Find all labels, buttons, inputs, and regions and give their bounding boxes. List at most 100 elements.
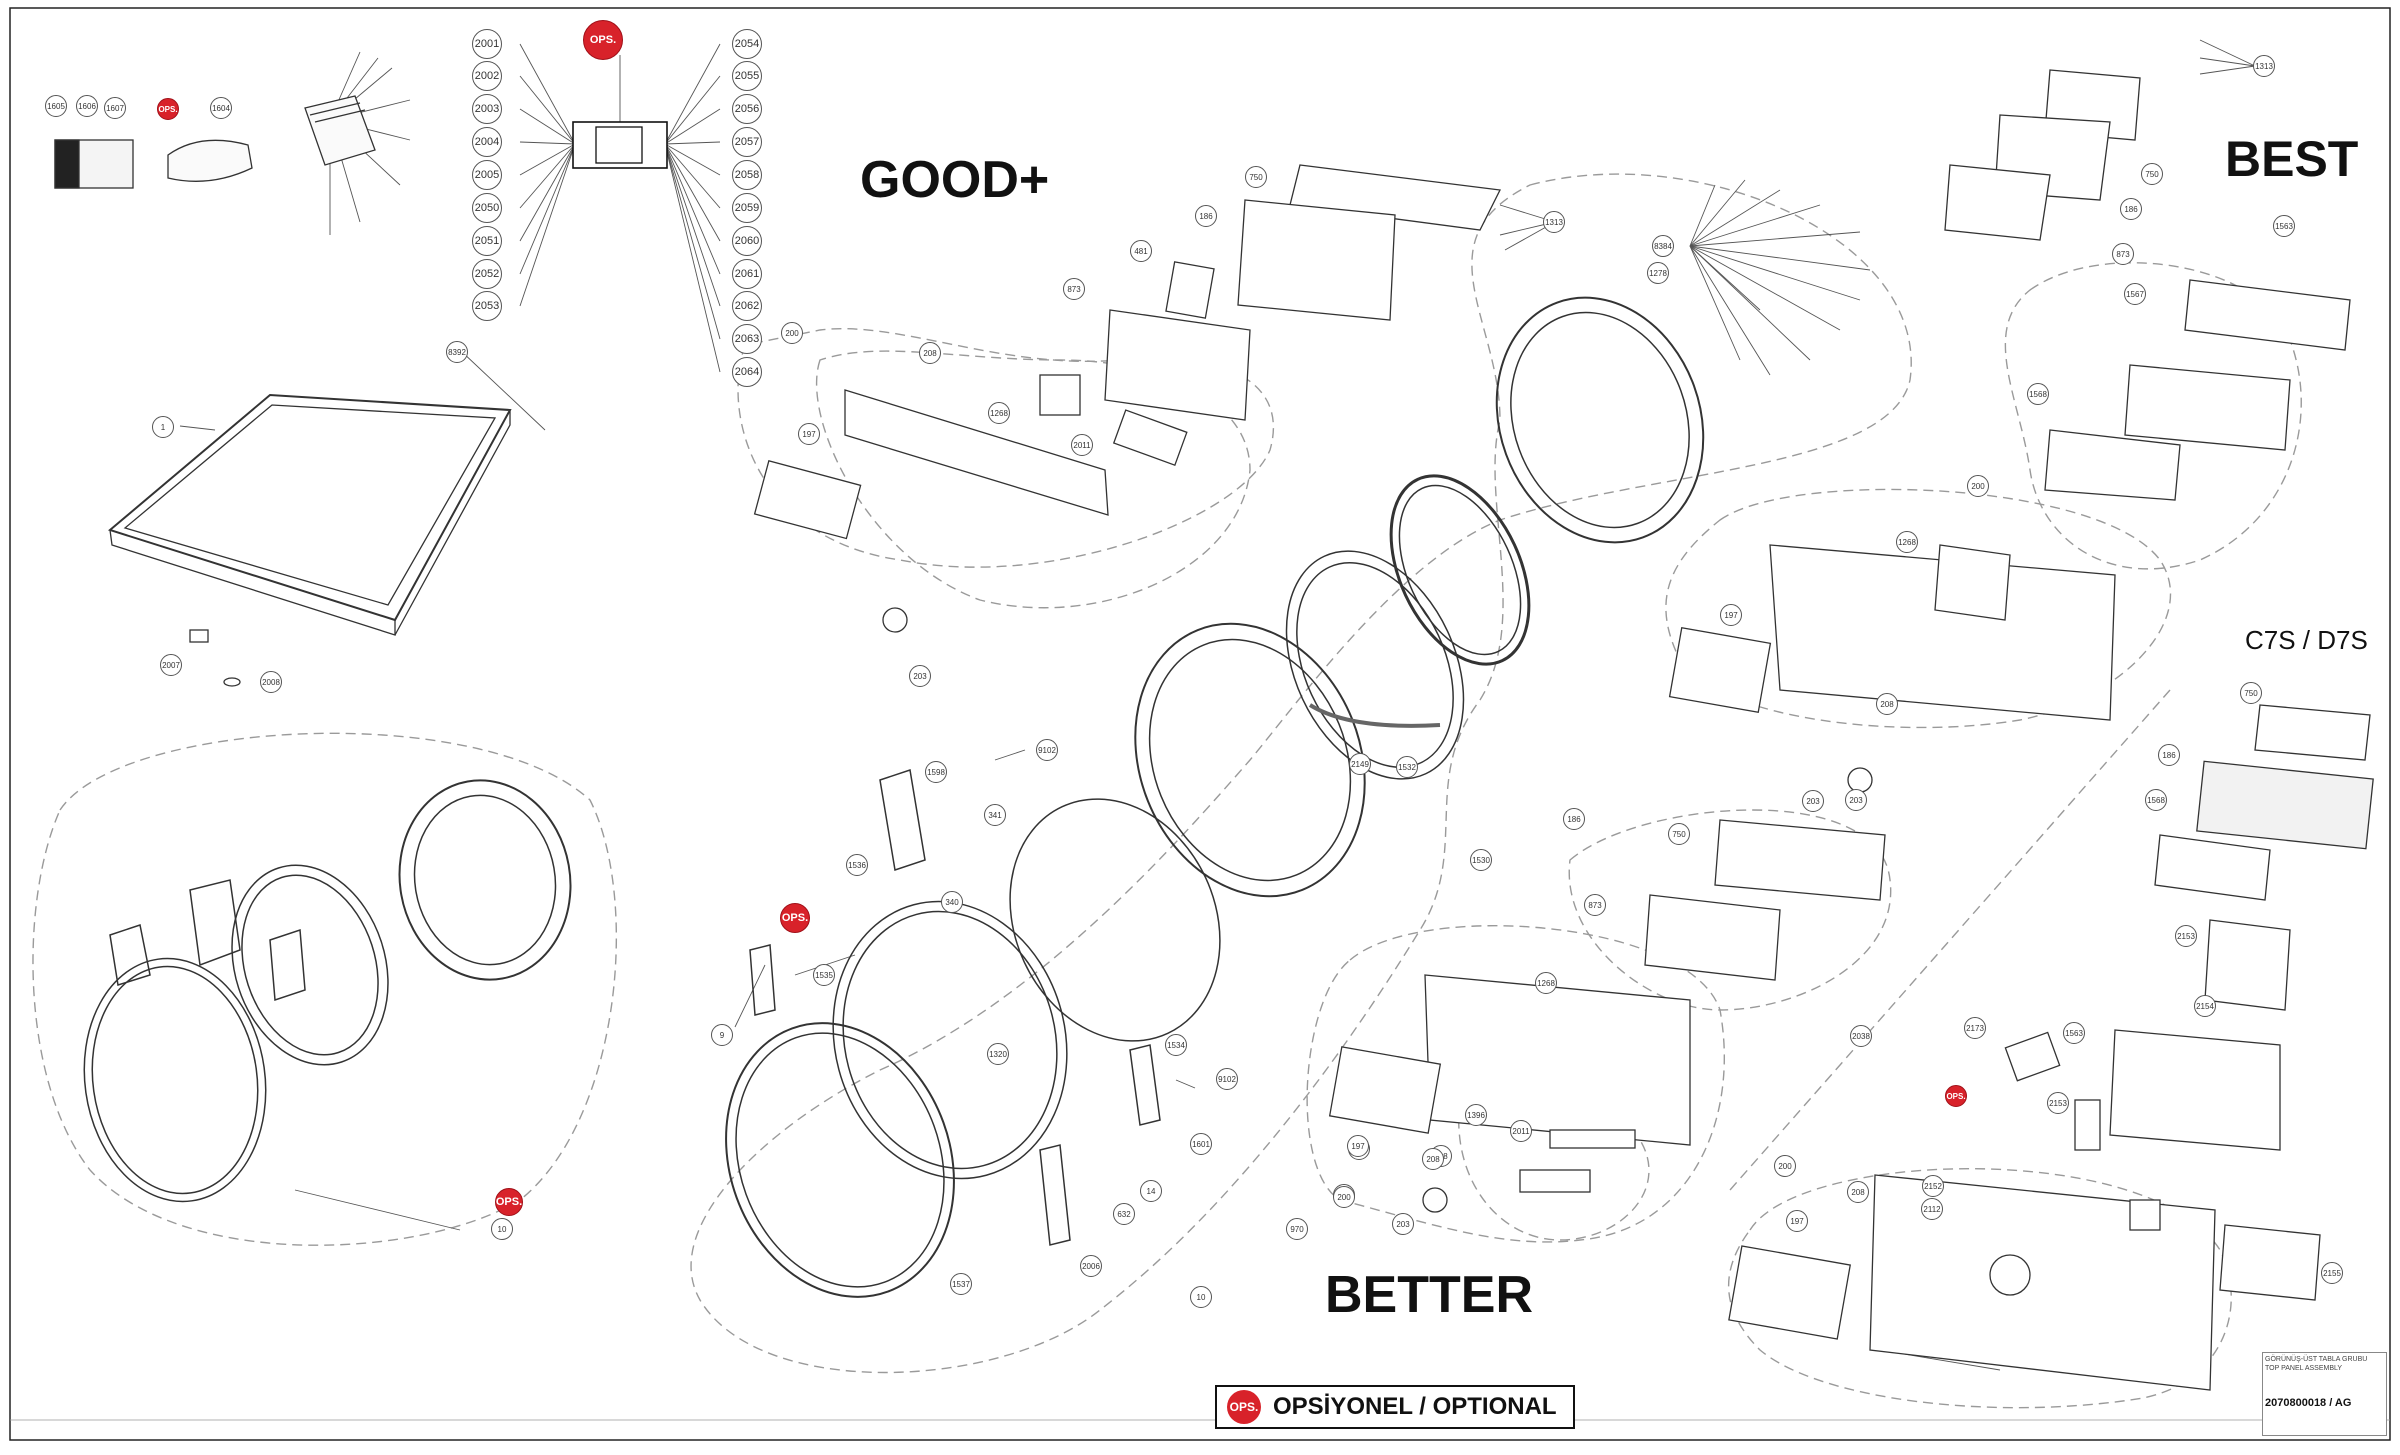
part-callout: 2152 (1922, 1175, 1944, 1197)
part-callout: 1313 (1543, 211, 1565, 233)
part-callout: 2060 (732, 226, 762, 256)
part-callout: 197 (1347, 1135, 1369, 1157)
part-callout: 208 (919, 342, 941, 364)
part-callout: 10 (491, 1218, 513, 1240)
part-callout: 1598 (925, 761, 947, 783)
part-callout: 2062 (732, 291, 762, 321)
part-callout: 2063 (732, 324, 762, 354)
part-callout: 873 (1063, 278, 1085, 300)
part-callout: 970 (1286, 1218, 1308, 1240)
part-callout: 197 (1720, 604, 1742, 626)
part-callout: 9102 (1216, 1068, 1238, 1090)
part-callout: 1563 (2273, 215, 2295, 237)
part-callout: 186 (2158, 744, 2180, 766)
group-title-better: BETTER (1325, 1266, 1533, 1324)
part-callout: 1320 (987, 1043, 1009, 1065)
part-callout: 2059 (732, 193, 762, 223)
part-callout: 208 (1422, 1148, 1444, 1170)
part-callout: 2055 (732, 61, 762, 91)
part-callout: 2061 (732, 259, 762, 289)
part-callout: 2153 (2175, 925, 2197, 947)
title-block: GÖRÜNÜŞ-ÜST TABLA GRUBU TOP PANEL ASSEMB… (2262, 1352, 2387, 1436)
optional-legend: OPS. OPSİYONEL / OPTIONAL (1215, 1385, 1575, 1429)
part-callout: 1313 (2253, 55, 2275, 77)
part-callout: 14 (1140, 1180, 1162, 1202)
part-callout: 10 (1190, 1286, 1212, 1308)
part-callout: 1601 (1190, 1133, 1212, 1155)
part-callout: 1268 (1896, 531, 1918, 553)
part-callout: 2007 (160, 654, 182, 676)
group-title-best: BEST (2225, 131, 2359, 187)
part-callout: 2001 (472, 29, 502, 59)
part-callout: 1396 (1465, 1104, 1487, 1126)
part-callout: 2051 (472, 226, 502, 256)
part-callout: 1568 (2027, 383, 2049, 405)
part-callout: 203 (1845, 789, 1867, 811)
ops-badge: OPS. (495, 1188, 523, 1216)
part-callout: 340 (941, 891, 963, 913)
part-callout: 200 (1333, 1186, 1355, 1208)
part-callout: 203 (909, 665, 931, 687)
part-callout: 2057 (732, 127, 762, 157)
part-callout: 2050 (472, 193, 502, 223)
part-callout: 197 (798, 423, 820, 445)
part-callout: 203 (1802, 790, 1824, 812)
part-callout: 2154 (2194, 995, 2216, 1017)
drawing-code: 2070800018 / AG (2265, 1397, 2352, 1409)
ops-badge: OPS. (780, 903, 810, 933)
ops-badge: OPS. (583, 20, 623, 60)
part-callout: 186 (2120, 198, 2142, 220)
part-callout: 200 (1774, 1155, 1796, 1177)
part-callout: 1534 (1165, 1034, 1187, 1056)
part-callout: 2173 (1964, 1017, 1986, 1039)
part-callout: 1567 (2124, 283, 2146, 305)
part-callout: 1532 (1396, 756, 1418, 778)
ops-badge: OPS. (1945, 1085, 1967, 1107)
part-callout: 1537 (950, 1273, 972, 1295)
part-callout: 873 (2112, 243, 2134, 265)
part-callout: 2002 (472, 61, 502, 91)
part-callout: 186 (1563, 808, 1585, 830)
group-title-good-plus: GOOD+ (860, 151, 1050, 209)
legend-text: OPSİYONEL / OPTIONAL (1273, 1393, 1557, 1420)
part-callout: 750 (1668, 823, 1690, 845)
part-callout: 8384 (1652, 235, 1674, 257)
part-callout: 750 (1245, 166, 1267, 188)
part-callout: 632 (1113, 1203, 1135, 1225)
part-callout: 197 (1786, 1210, 1808, 1232)
part-callout: 2064 (732, 357, 762, 387)
part-callout: 481 (1130, 240, 1152, 262)
part-callout: 8392 (446, 341, 468, 363)
ops-badge: OPS. (157, 98, 179, 120)
part-callout: 1530 (1470, 849, 1492, 871)
part-callout: 1 (152, 416, 174, 438)
part-callout: 2038 (1850, 1025, 1872, 1047)
part-callout: 2006 (1080, 1255, 1102, 1277)
part-callout: 208 (1876, 693, 1898, 715)
title-block-line: TOP PANEL ASSEMBLY (2265, 1365, 2343, 1372)
part-callout: 9 (711, 1024, 733, 1046)
part-callout: 2052 (472, 259, 502, 289)
part-callout: 2011 (1510, 1120, 1532, 1142)
part-callout: 2005 (472, 160, 502, 190)
part-callout: 1536 (846, 854, 868, 876)
part-callout: 1268 (988, 402, 1010, 424)
part-callout: 1563 (2063, 1022, 2085, 1044)
part-callout: 2054 (732, 29, 762, 59)
part-callout: 1606 (76, 95, 98, 117)
part-callout: 2011 (1071, 434, 1093, 456)
part-callout: 1605 (45, 95, 67, 117)
part-callout: 750 (2141, 163, 2163, 185)
part-callout: 2053 (472, 291, 502, 321)
part-callout: 2004 (472, 127, 502, 157)
title-block-line: GÖRÜNÜŞ-ÜST TABLA GRUBU (2265, 1356, 2368, 1363)
part-callout: 2149 (1349, 753, 1371, 775)
part-callout: 2056 (732, 94, 762, 124)
part-callout: 1604 (210, 97, 232, 119)
part-callout: 2112 (1921, 1198, 1943, 1220)
part-callout: 2058 (732, 160, 762, 190)
part-callout: 341 (984, 804, 1006, 826)
part-callout: 2153 (2047, 1092, 2069, 1114)
part-callout: 208 (1847, 1181, 1869, 1203)
